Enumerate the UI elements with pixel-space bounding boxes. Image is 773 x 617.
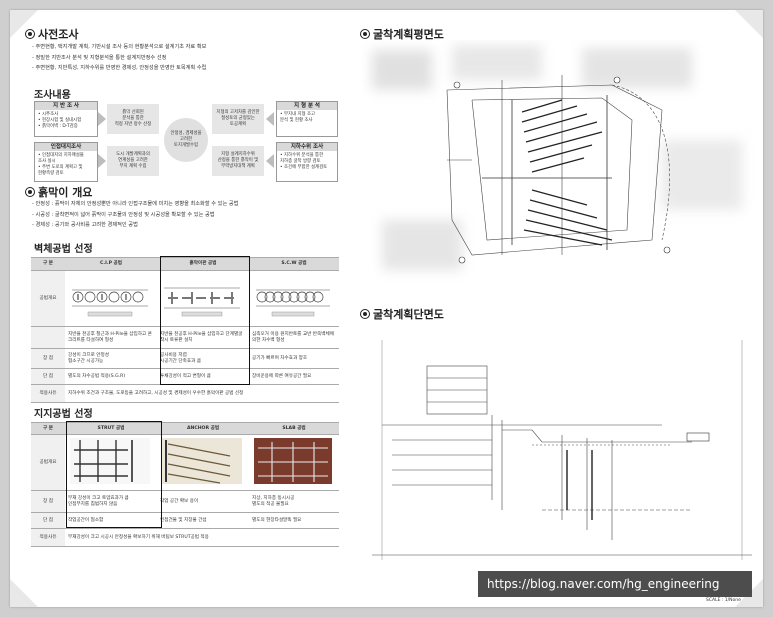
- anchor-figure: [162, 438, 242, 484]
- page-corner-fold: [735, 10, 763, 38]
- list-item: - 경제성 : 공기와 공사비를 고려한 경제적인 공법: [32, 222, 138, 228]
- process-box: 도시 개발계획과의 연계성을 고려한 부지 계획 수립: [107, 146, 159, 176]
- retaining-list: - 안정성 : 흙막이 자체의 안정성뿐만 아니라 인접구조물에 미치는 영향을…: [32, 199, 238, 231]
- wall-method-table: 구 분 C.I.P 공법 흙막이판 공법 S.C.W 공법 공법개요: [31, 257, 339, 403]
- list-item: - 안정성 : 흙막이 자체의 안정성뿐만 아니라 인접구조물에 미치는 영향을…: [32, 201, 239, 207]
- table-row: 단 점 작업공간이 협소함 인접건물 및 지장물 간섭 별도의 현장타설말뚝 필…: [31, 512, 339, 529]
- ground-survey-box: 지 반 조 사 • 시추조사 • 현장시험 및 실내시험 • 흙막이벽 : D-…: [34, 101, 98, 137]
- section-bullet-icon: [25, 29, 35, 39]
- groundwater-survey-box: 지하수위 조사 • 지하수위 분석을 통한 지하층 굴착 방향 검토 • 조건에…: [276, 142, 338, 182]
- scw-wall-figure: [256, 289, 330, 317]
- list-item: - 정밀한 지반조사 분석 및 지형분석을 통한 설계지반정수 선정: [32, 54, 167, 61]
- process-box: 지형 설계지하수위 산정을 통한 흙막이 및 부력방지대책 계획: [212, 146, 264, 176]
- table-row: 단 점 별도의 차수공법 적용(S.G.R) 투채강성이 적고 변형이 큼 장비…: [31, 368, 339, 385]
- hpile-wall-figure: [164, 287, 240, 317]
- list-item: - 주변현황, 지반특성, 지하수위를 반영한 경제성, 안정성을 반영한 토목…: [32, 65, 207, 71]
- anchor-diagram: [157, 434, 249, 491]
- section-title-section: 굴착계획단면도: [360, 306, 444, 322]
- table-row: 적용사유 지하수위 조건과 구조물, 도로등을 고려하고, 시공성 및 경제성이…: [31, 384, 339, 403]
- center-goal-circle: 안정성, 경제성을 고려한 토지개발수립: [164, 118, 208, 162]
- table-row: 공법개요: [31, 434, 339, 491]
- scale-label: SCALE : 1/None: [706, 598, 741, 603]
- section-title-plan: 굴착계획평면도: [360, 26, 444, 42]
- arrow-left-icon: [266, 154, 274, 168]
- section-bullet-icon: [25, 187, 35, 197]
- page-corner-fold: [10, 579, 38, 607]
- cip-wall-figure: [72, 289, 148, 317]
- list-item: - 시공성 : 굴착면적이 넓어 흙막이 구조물의 안정성 및 시공성을 확보할…: [32, 211, 215, 218]
- table-row: 장 점 부재 강성이 크고 토압효과가 큼 인접부지를 침범하지 않음 작업 공…: [31, 490, 339, 513]
- table-row: 장 점 강성이 크므로 안정성 협소구간 시공가능 공사비용 저렴 시공기간 단…: [31, 348, 339, 369]
- section-title-retaining: 흙막이 개요: [25, 184, 92, 200]
- table-row: 적용사유 부재강성이 크고 시공시 안정성을 확보하기 위해 버팀보 STRUT…: [31, 528, 339, 547]
- preliminary-list: - 주변현황, 택지개발 계획, 기반시설 조사 등의 현황분석으로 설계기초 …: [32, 42, 206, 74]
- survey-title: 조사내용: [34, 90, 71, 101]
- table-row: 지반을 천공후 철근과 H-Pile을 삽입하고 콘크리트를 타설하여 형성 지…: [31, 326, 339, 349]
- table-row: 공법개요: [31, 270, 339, 327]
- hpile-diagram: [157, 270, 249, 327]
- list-item: - 주변현황, 택지개발 계획, 기반시설 조사 등의 현황분석으로 설계기초 …: [32, 44, 207, 50]
- support-table-title: 지지공법 선정: [34, 409, 93, 420]
- process-box: 지형의 고저차를 감안한 절성토의 균형있는 토공계획: [212, 104, 264, 134]
- scw-diagram: [249, 270, 339, 327]
- arrow-right-icon: [98, 154, 106, 168]
- section-bullet-icon: [360, 29, 370, 39]
- terrain-analysis-box: 지 형 분 석 • 부지내 지형 조고 분석 및 현황 조사: [276, 101, 338, 137]
- arrow-left-icon: [266, 112, 274, 126]
- section-title-preliminary: 사전조사: [25, 26, 78, 42]
- process-box: 흙막 선회된 분석을 통한 적정 지반 정수 산정: [107, 104, 159, 134]
- excavation-plan-drawing: [372, 45, 742, 270]
- strut-diagram: [65, 434, 157, 491]
- slab-diagram: [249, 434, 339, 491]
- cip-diagram: [65, 270, 157, 327]
- slab-figure: [254, 438, 332, 484]
- section-bullet-icon: [360, 309, 370, 319]
- adjacent-survey-box: 인접대지조사 • 인접대지의 지하매설물 조사 실시 • 주변 도로의 계획고 …: [34, 142, 98, 182]
- strut-figure: [70, 438, 150, 484]
- wall-table-title: 벽체공법 선정: [34, 244, 93, 255]
- arrow-right-icon: [98, 112, 106, 126]
- watermark-banner: https://blog.naver.com/hg_engineering: [478, 571, 752, 597]
- excavation-section-drawing: [372, 340, 752, 560]
- support-method-table: 구 분 STRUT 공법 ANCHOR 공법 SLAB 공법 공법개요: [31, 422, 339, 547]
